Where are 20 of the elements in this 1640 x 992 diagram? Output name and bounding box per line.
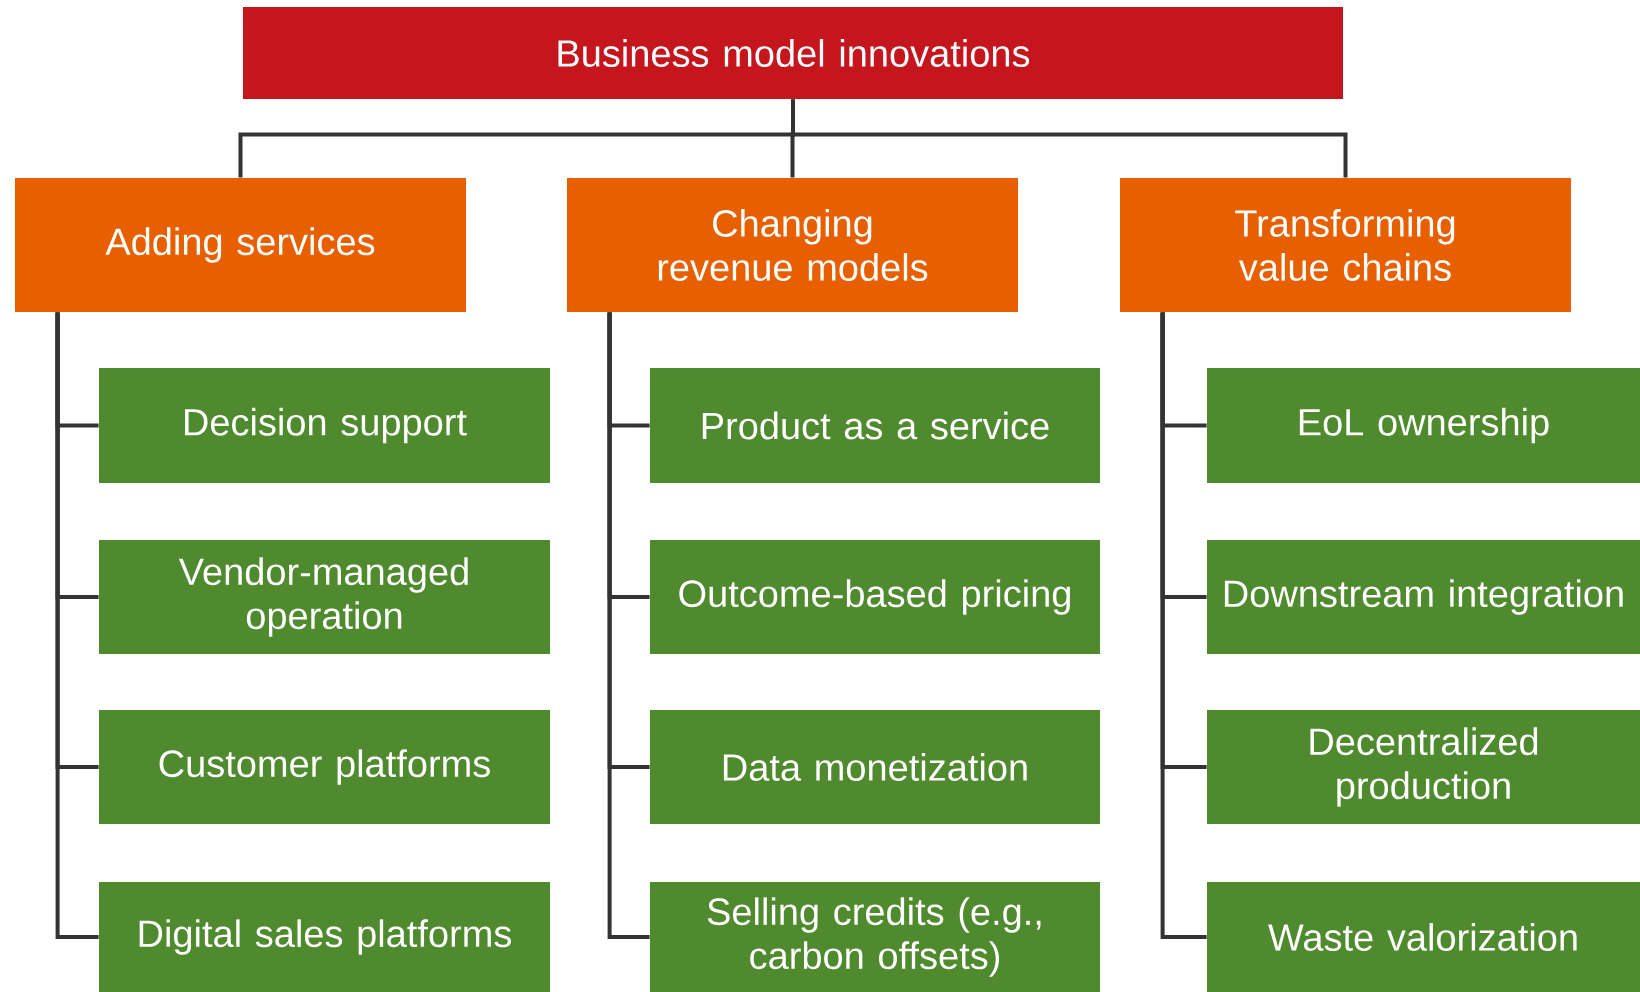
item-box: Digital sales platforms bbox=[99, 882, 550, 992]
category-box: Adding services bbox=[15, 178, 466, 312]
item-box: EoL ownership bbox=[1207, 368, 1640, 483]
item-box: Vendor-managed operation bbox=[99, 540, 550, 654]
category-box: Transforming value chains bbox=[1120, 178, 1571, 312]
item-box: Outcome-based pricing bbox=[650, 540, 1100, 654]
category-box: Changing revenue models bbox=[567, 178, 1018, 312]
item-box: Downstream integration bbox=[1207, 540, 1640, 654]
connector-line bbox=[55, 312, 99, 939]
item-box: Decision support bbox=[99, 368, 550, 483]
connector-line bbox=[607, 312, 650, 939]
item-box: Waste valorization bbox=[1207, 882, 1640, 992]
item-box: Data monetization bbox=[650, 710, 1100, 824]
connector-line bbox=[791, 99, 1348, 178]
item-box: Product as a service bbox=[650, 368, 1100, 483]
title-box: Business model innovations bbox=[243, 7, 1343, 99]
item-box: Decentralized production bbox=[1207, 710, 1640, 824]
connector-line bbox=[1160, 312, 1207, 939]
item-box: Customer platforms bbox=[99, 710, 550, 824]
item-box: Selling credits (e.g., carbon offsets) bbox=[650, 882, 1100, 992]
